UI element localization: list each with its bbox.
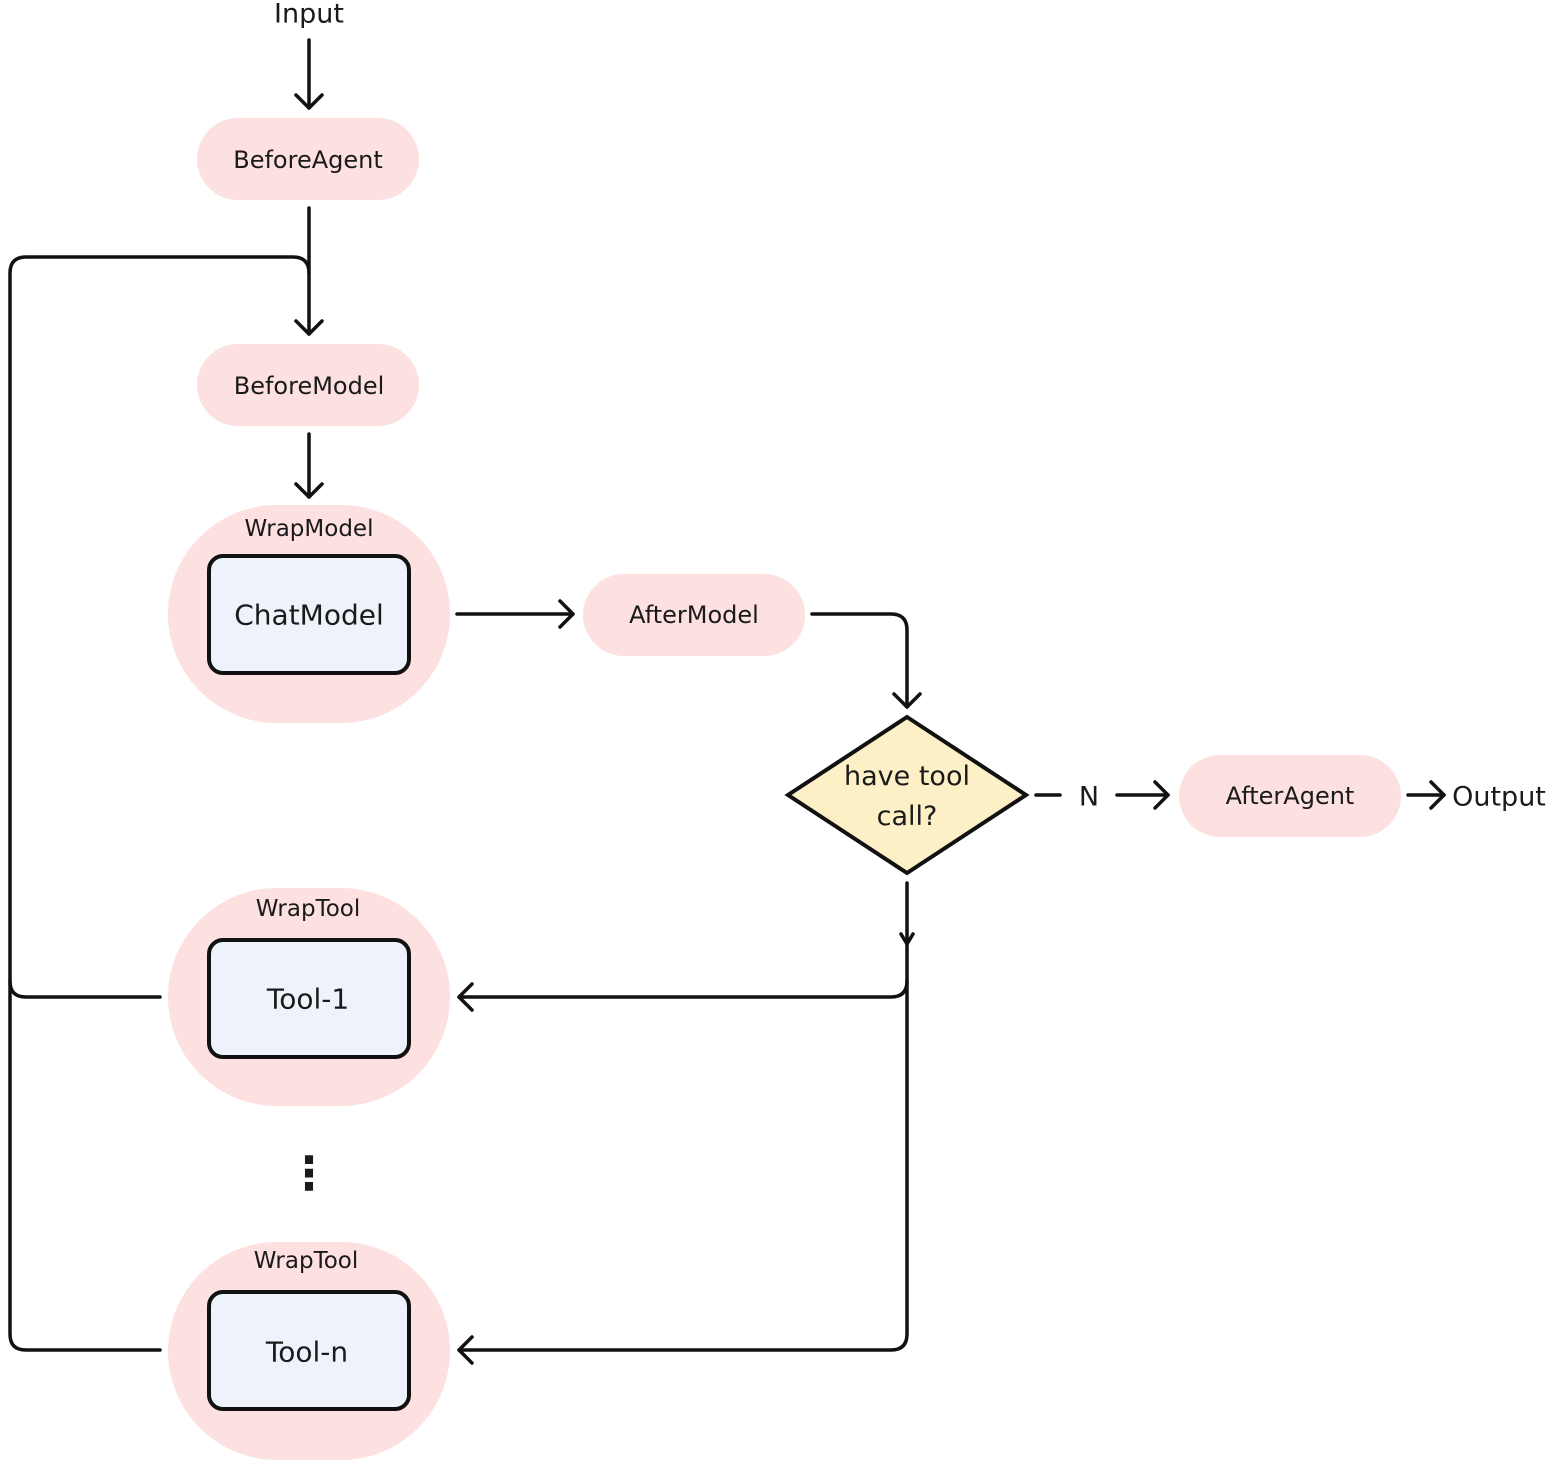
output-arrowhead-icon [1429,780,1446,810]
tool-1-label: Tool-1 [266,982,350,1016]
tool-n-label: Tool-n [265,1335,349,1369]
tool-n-box[interactable] [207,1290,411,1411]
loop-back-line [8,255,311,999]
output-label: Output [1452,781,1546,813]
wrap-model-arrowhead-icon [294,482,324,499]
vertical-ellipsis-icon: ⋮ [286,1146,332,1200]
before-model-label: BeforeModel [233,372,385,400]
chat-model-box[interactable] [207,554,411,675]
wrap-tool-n-label: WrapTool [253,1248,359,1274]
loop-back-tool-n-line [8,979,162,1352]
after-agent-arrowhead-icon [1153,780,1170,810]
decision-to-tool-1-line [457,979,909,999]
decision-arrowhead-icon [892,692,922,709]
after-model-pill[interactable] [583,574,805,656]
after-model-to-decision-line [810,612,909,709]
wrap-model-label: WrapModel [244,516,374,542]
after-model-arrowhead-icon [558,599,575,629]
chat-model-label: ChatModel [234,598,384,632]
decision-yes-tick-icon [899,932,915,946]
after-model-label: AfterModel [629,601,759,629]
no-branch-label: N [1078,781,1100,813]
input-label: Input [274,0,344,30]
after-agent-label: AfterAgent [1225,782,1355,810]
before-agent-pill[interactable] [197,118,419,200]
decision-yes-trunk-line [457,881,909,1352]
input-arrowhead-icon [294,93,324,110]
before-model-arrowhead-icon [294,319,324,336]
before-model-pill[interactable] [197,344,419,426]
tool-1-arrowhead-icon [457,982,474,1012]
decision-diamond[interactable] [784,714,1030,876]
tool-1-box[interactable] [207,938,411,1059]
tool-n-arrowhead-icon [457,1335,474,1365]
after-agent-pill[interactable] [1179,755,1401,837]
before-agent-label: BeforeAgent [233,146,383,174]
decision-label: have tool call? [844,761,970,832]
wrap-tool-1-label: WrapTool [255,896,361,922]
